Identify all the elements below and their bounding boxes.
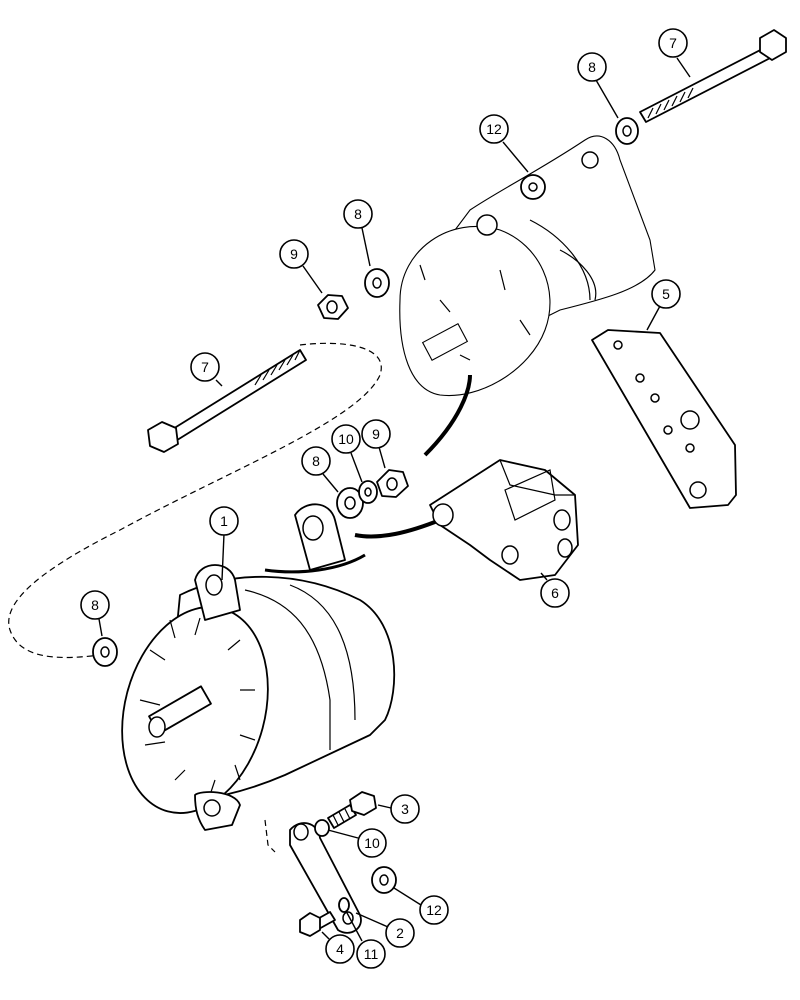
svg-text:3: 3 [401, 801, 409, 817]
svg-text:6: 6 [551, 585, 559, 601]
callout-8-mid: 8 [343, 199, 373, 229]
svg-text:9: 9 [372, 426, 380, 442]
callout-10-low: 10 [357, 828, 387, 858]
callout-2: 2 [385, 918, 415, 948]
alternator-1 [121, 503, 396, 831]
svg-text:5: 5 [662, 286, 670, 302]
callout-4: 4 [325, 934, 355, 964]
callout-3: 3 [390, 794, 420, 824]
callout-8-left: 8 [80, 590, 110, 620]
callout-5: 5 [651, 279, 681, 309]
svg-text:1: 1 [220, 513, 228, 529]
svg-text:12: 12 [486, 121, 502, 137]
bolt-3 [327, 791, 377, 829]
svg-text:8: 8 [588, 59, 596, 75]
svg-text:7: 7 [201, 359, 209, 375]
svg-text:11: 11 [364, 946, 379, 962]
callout-12-top: 12 [479, 114, 509, 144]
svg-text:8: 8 [91, 597, 99, 613]
svg-text:8: 8 [354, 206, 362, 222]
callout-11: 11 [356, 939, 386, 969]
bracket-plate-5 [591, 329, 737, 509]
callout-8-top: 8 [577, 52, 607, 82]
callout-10-mid: 10 [331, 424, 361, 454]
svg-text:7: 7 [669, 35, 677, 51]
mounting-bracket-6 [429, 459, 579, 581]
callout-7-mid: 7 [190, 352, 220, 382]
bolt-4 [299, 911, 336, 937]
phantom-mount-hole [476, 214, 498, 236]
callout-9-lower: 9 [361, 419, 391, 449]
svg-text:9: 9 [290, 246, 298, 262]
long-bolt-mid [147, 349, 307, 453]
callout-1: 1 [209, 506, 239, 536]
svg-text:8: 8 [312, 453, 320, 469]
svg-text:12: 12 [426, 902, 442, 918]
callout-6: 6 [540, 578, 570, 608]
callout-8-lower: 8 [301, 446, 331, 476]
leader-lines [98, 57, 691, 942]
callout-12-low: 12 [419, 895, 449, 925]
svg-text:2: 2 [396, 925, 404, 941]
svg-text:10: 10 [364, 835, 380, 851]
svg-text:4: 4 [336, 941, 344, 957]
lock-washer-10-low [314, 819, 330, 837]
phantom-shaft [421, 323, 469, 361]
svg-text:10: 10 [338, 431, 354, 447]
lock-washer-11 [338, 897, 350, 913]
long-bolt-top [639, 29, 787, 123]
phantom-alternator-outline [399, 135, 656, 397]
callout-7-top: 7 [658, 28, 688, 58]
callout-9-mid: 9 [279, 239, 309, 269]
